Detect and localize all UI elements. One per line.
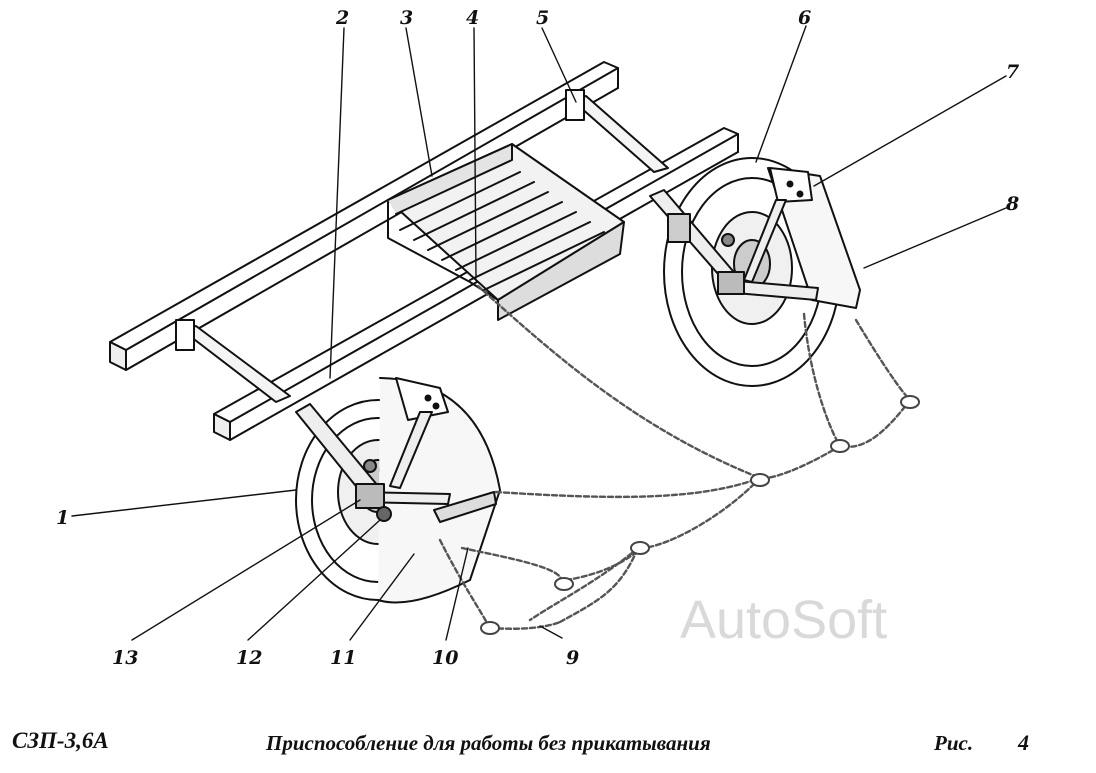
figure-caption: Приспособление для работы без прикатыван…: [266, 731, 711, 755]
front-wheel-assembly: [295, 377, 501, 604]
callout-2: 2: [335, 7, 349, 29]
figure-number: 4: [1018, 730, 1029, 755]
chain-links: [480, 395, 920, 635]
chains: [438, 284, 912, 630]
callout-13: 13: [112, 647, 138, 669]
rear-frame-beam: [109, 61, 619, 371]
rear-wheel-assembly: [649, 157, 861, 387]
callout-7: 7: [1006, 61, 1019, 83]
callout-8: 8: [1005, 193, 1019, 215]
callout-11: 11: [330, 647, 356, 669]
callout-5: 5: [536, 7, 549, 29]
callout-6: 6: [798, 7, 811, 29]
callout-4: 4: [466, 7, 479, 29]
corrugated-deck: [387, 143, 625, 321]
callout-3: 3: [400, 7, 413, 29]
document-code: СЗП-3,6А: [12, 728, 109, 753]
cross-arm-right: [565, 89, 669, 173]
figure-label: Рис.: [934, 731, 974, 755]
callout-1: 1: [56, 507, 69, 529]
callout-10: 10: [432, 647, 458, 669]
callout-9: 9: [566, 647, 579, 669]
callout-12: 12: [236, 647, 262, 669]
cross-arm-left: [175, 319, 291, 403]
watermark: AutoSoft: [680, 590, 887, 650]
leader-lines: [71, 25, 1007, 641]
